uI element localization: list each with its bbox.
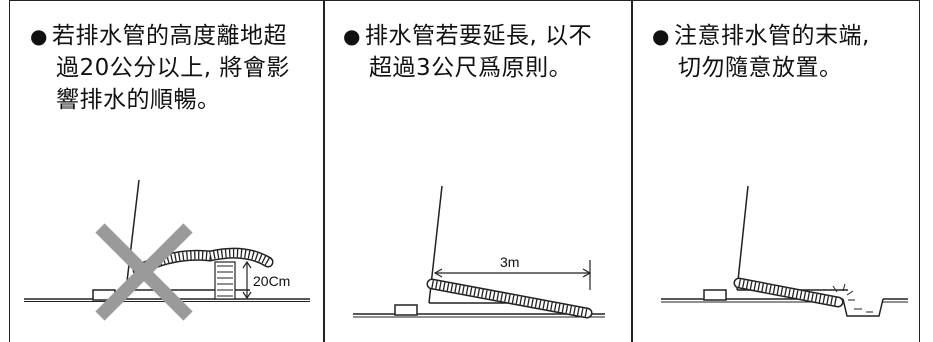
panel-extension-limit: ●排水管若要延長, 以不 超過3公尺爲原則。 3m xyxy=(325,0,631,342)
panel-divider-2 xyxy=(631,0,633,342)
bullet-icon: ● xyxy=(30,24,48,48)
panel-2-illustration: 3m xyxy=(353,185,605,319)
panel-2-line-2: 超過3公尺爲原則。 xyxy=(369,55,573,81)
splash-icon xyxy=(832,283,855,301)
panel-3-text: ●注意排水管的末端, 切勿隨意放置。 xyxy=(652,20,870,84)
bullet-icon: ● xyxy=(652,24,670,48)
panel-hose-end: ●注意排水管的末端, 切勿隨意放置。 xyxy=(633,0,919,342)
panel-3-illustration xyxy=(661,185,908,317)
cross-mark-icon xyxy=(95,223,193,321)
panel-divider-1 xyxy=(323,0,325,342)
panel-3-line-1: 注意排水管的末端, xyxy=(673,23,870,49)
length-label: 3m xyxy=(500,254,519,270)
panel-2-text: ●排水管若要延長, 以不 超過3公尺爲原則。 xyxy=(343,20,592,84)
panel-height-warning: ●若排水管的高度離地超 過20公分以上, 將會影 響排水的順暢。 20Cm xyxy=(10,0,323,342)
panel-1-line-2: 過20公分以上, 將會影 xyxy=(56,55,290,81)
panel-2-line-1: 排水管若要延長, 以不 xyxy=(364,23,593,49)
instruction-table xyxy=(9,0,920,342)
panel-1-text: ●若排水管的高度離地超 過20公分以上, 將會影 響排水的順暢。 xyxy=(30,20,290,116)
panel-1-illustration: 20Cm xyxy=(24,179,310,321)
panel-1-line-1: 若排水管的高度離地超 xyxy=(51,23,287,49)
panel-3-line-2: 切勿隨意放置。 xyxy=(678,55,843,81)
height-label: 20Cm xyxy=(253,273,290,289)
panel-1-line-3: 響排水的順暢。 xyxy=(56,87,221,113)
bullet-icon: ● xyxy=(343,24,361,48)
